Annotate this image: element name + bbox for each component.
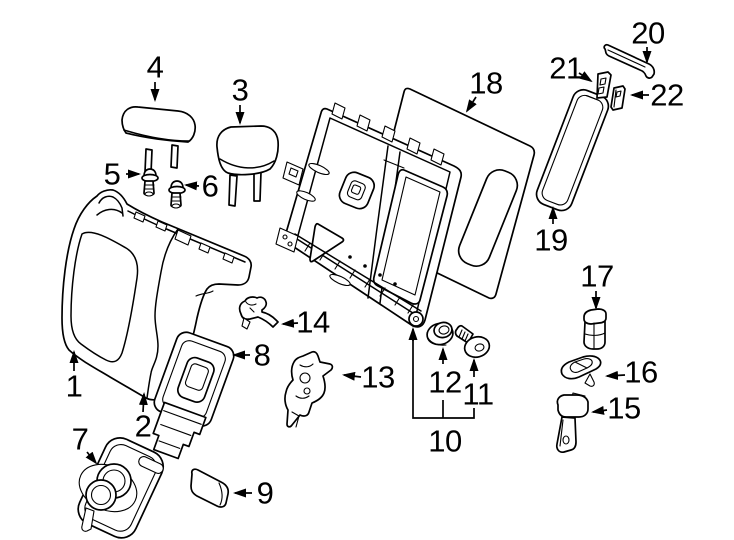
part-4-headrest	[121, 106, 197, 174]
part-14-bracket	[238, 296, 279, 330]
leader-21	[578, 71, 593, 83]
part-21-clip	[596, 71, 612, 99]
part-5-headrest-guide	[141, 168, 159, 197]
callout-13[interactable]: 13	[361, 360, 395, 395]
callout-9[interactable]: 9	[257, 476, 274, 511]
callout-8[interactable]: 8	[254, 338, 271, 373]
leader-13	[342, 371, 362, 381]
seatback-frame	[275, 102, 463, 328]
callout-leaders	[69, 47, 652, 498]
callout-11[interactable]: 11	[462, 377, 494, 412]
callout-16[interactable]: 16	[624, 355, 658, 390]
part-11-screw	[454, 324, 491, 359]
callout-22[interactable]: 22	[650, 78, 684, 113]
part-22-clip	[610, 85, 626, 111]
callout-7[interactable]: 7	[72, 422, 89, 457]
callout-2[interactable]: 2	[135, 409, 152, 444]
part-9-pad	[190, 468, 230, 508]
part-7-armrest	[77, 437, 165, 539]
callout-6[interactable]: 6	[202, 169, 219, 204]
leader-16	[605, 370, 626, 380]
callout-19[interactable]: 19	[534, 223, 568, 258]
part-2-seat-back-cover-seam	[146, 228, 179, 399]
leader-2	[138, 392, 148, 413]
part-1-seat-back-cushion	[61, 188, 253, 401]
leader-6	[184, 181, 200, 191]
part-20-strip	[603, 43, 656, 79]
callout-10[interactable]: 10	[428, 424, 462, 459]
part-15-hook	[555, 392, 589, 453]
callout-20[interactable]: 20	[631, 16, 665, 51]
leader-18	[465, 96, 477, 113]
part-6-headrest-guide	[168, 180, 186, 209]
part-16-bezel	[560, 355, 602, 387]
leader-14	[281, 318, 299, 328]
callout-18[interactable]: 18	[469, 66, 503, 101]
callout-numbers: 1 2 3 4 5 6 7 8 9 10 11 12 13 14 15 16 1…	[66, 16, 685, 511]
callout-3[interactable]: 3	[232, 73, 249, 108]
leader-10-bracket	[412, 339, 475, 419]
leader-7	[85, 451, 98, 465]
part-17-striker-cover	[583, 308, 607, 350]
callout-1[interactable]: 1	[66, 369, 83, 404]
callout-17[interactable]: 17	[580, 259, 614, 294]
part-13-latch	[284, 350, 334, 428]
callout-21[interactable]: 21	[549, 51, 583, 86]
part-12-bushing	[426, 321, 454, 346]
callout-15[interactable]: 15	[607, 391, 641, 426]
part-3-headrest	[216, 125, 280, 207]
callout-5[interactable]: 5	[104, 157, 121, 192]
part-8-armrest-frame	[152, 331, 235, 460]
part-19-frame	[535, 88, 610, 212]
leader-15	[591, 405, 608, 415]
callout-4[interactable]: 4	[147, 50, 165, 85]
callout-12[interactable]: 12	[428, 365, 462, 400]
callout-14[interactable]: 14	[296, 305, 330, 340]
